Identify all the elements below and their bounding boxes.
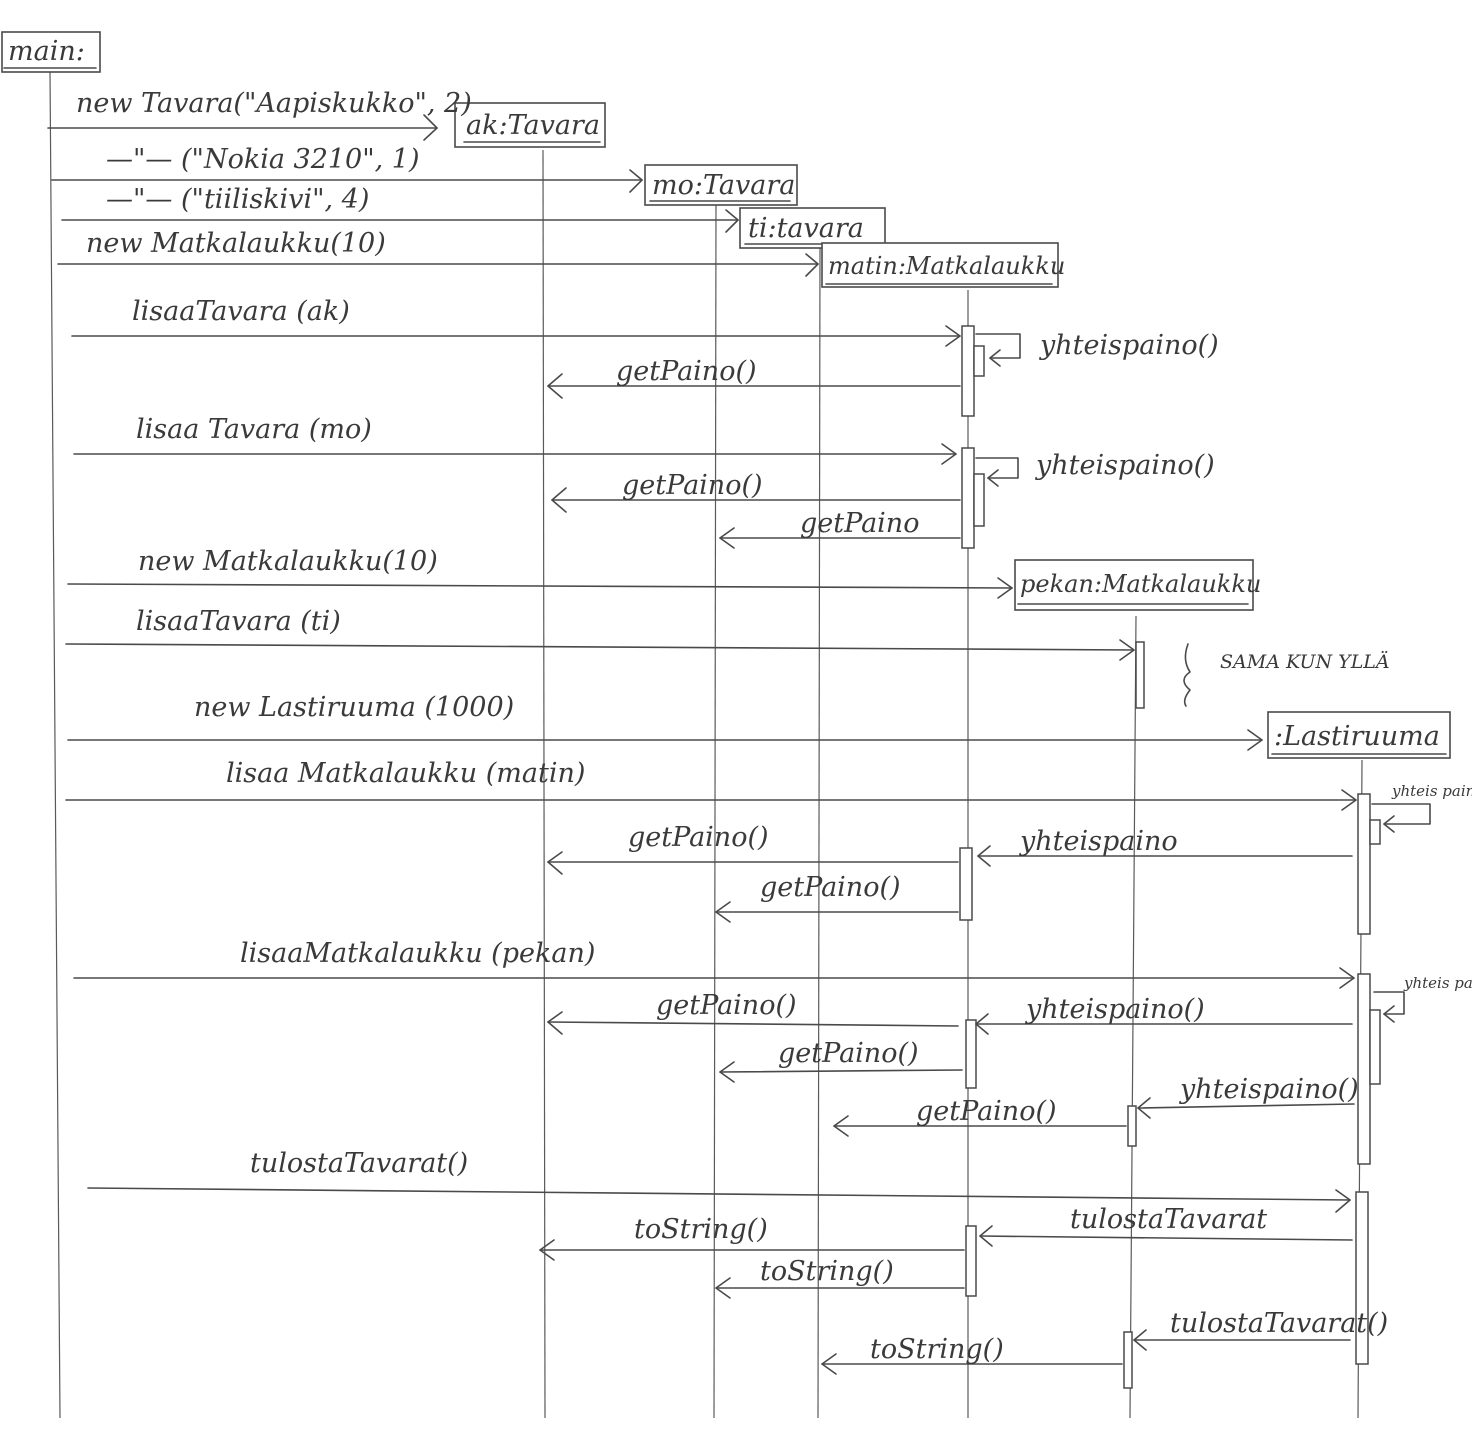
activation-pekan-1 bbox=[1135, 641, 1145, 709]
arrow-self-yhteispaino-2 bbox=[975, 457, 1019, 479]
svg-text:ti:tavara: ti:tavara bbox=[748, 213, 864, 244]
arrows bbox=[47, 114, 1431, 1375]
msg-yhteispaino-matin: yhteispaino bbox=[1019, 826, 1178, 857]
lifeline-main bbox=[49, 71, 61, 1419]
msg-lisaatavara-ak: lisaaTavara (ak) bbox=[132, 296, 350, 327]
activation-lasti-1b bbox=[1369, 819, 1381, 845]
msg-getpaino-ti: getPaino() bbox=[916, 1096, 1057, 1127]
arrow-tulostatavarat bbox=[87, 1187, 1351, 1201]
arrow-self-yhteispaino-3 bbox=[1371, 803, 1431, 825]
participant-main: main: bbox=[1, 31, 101, 73]
msg-tulostatavarat-matin: tulostaTavarat bbox=[1070, 1204, 1267, 1235]
msg-tulostatavarat-pekan: tulostaTavarat() bbox=[1170, 1308, 1388, 1339]
arrow-getpaino-ak-4 bbox=[547, 1021, 959, 1027]
activations bbox=[959, 325, 1381, 1389]
arrow-tulostatavarat-matin bbox=[979, 1235, 1353, 1241]
msg-getpaino-1: getPaino() bbox=[616, 356, 757, 387]
msg-same-as-above: SAMA KUN YLLÄ bbox=[1220, 650, 1390, 673]
svg-text:mo:Tavara: mo:Tavara bbox=[652, 170, 795, 201]
activation-matin-3 bbox=[959, 847, 973, 921]
arrow-create-pekan bbox=[67, 583, 1013, 589]
lifeline-mo bbox=[713, 199, 717, 1419]
msg-new-matkalaukku-matin: new Matkalaukku(10) bbox=[86, 228, 386, 259]
msg-yhteispaino-self-3: yhteis paino() bbox=[1391, 782, 1472, 800]
msg-new-tavara-aapiskukko: new Tavara("Aapiskukko", 2) bbox=[76, 88, 472, 119]
activation-matin-4 bbox=[965, 1019, 977, 1089]
msg-new-tavara-nokia: —"— ("Nokia 3210", 1) bbox=[106, 144, 420, 175]
msg-tostring-mo: toString() bbox=[760, 1256, 894, 1287]
activation-lasti-2b bbox=[1369, 1009, 1381, 1085]
activation-matin-2 bbox=[961, 447, 975, 549]
activation-lasti-1 bbox=[1357, 793, 1371, 935]
msg-lisaatavara-mo: lisaa Tavara (mo) bbox=[136, 414, 372, 445]
participant-ti: ti:tavara bbox=[739, 207, 886, 249]
msg-new-tavara-tiiliskivi: —"— ("tiiliskivi", 4) bbox=[106, 184, 369, 215]
msg-new-lastiruuma: new Lastiruuma (1000) bbox=[194, 692, 514, 723]
participant-pekan: pekan:Matkalaukku bbox=[1014, 559, 1261, 611]
svg-text:pekan:Matkalaukku: pekan:Matkalaukku bbox=[1020, 570, 1261, 598]
activation-matin-1b bbox=[973, 345, 985, 377]
participant-ak: ak:Tavara bbox=[454, 102, 606, 148]
arrow-yhteispaino-pekan bbox=[1137, 1103, 1355, 1109]
arrow-self-yhteispaino-1 bbox=[975, 333, 1021, 359]
msg-getpaino-4: getPaino() bbox=[628, 822, 769, 853]
svg-text::Lastiruuma: :Lastiruuma bbox=[1274, 721, 1440, 752]
msg-getpaino-7: getPaino() bbox=[778, 1038, 919, 1069]
arrow-getpaino-mo-3 bbox=[719, 1069, 963, 1073]
msg-tulostatavarat: tulostaTavarat() bbox=[250, 1148, 468, 1179]
msg-tostring-ak: toString() bbox=[634, 1214, 768, 1245]
activation-matin-5 bbox=[965, 1225, 977, 1297]
msg-yhteispaino-2: yhteispaino() bbox=[1035, 450, 1215, 481]
activation-matin-1 bbox=[961, 325, 975, 417]
participant-matin: matin:Matkalaukku bbox=[821, 242, 1065, 288]
svg-text:matin:Matkalaukku: matin:Matkalaukku bbox=[828, 252, 1065, 280]
arrow-self-yhteispaino-4 bbox=[1373, 991, 1405, 1015]
lifeline-ti bbox=[817, 244, 821, 1419]
svg-text:ak:Tavara: ak:Tavara bbox=[466, 110, 600, 141]
msg-lisaamatkalaukku-matin: lisaa Matkalaukku (matin) bbox=[226, 758, 585, 789]
participants: main: ak:Tavara mo:Tavara ti:tavara mati… bbox=[1, 31, 1451, 759]
activation-lasti-3 bbox=[1355, 1191, 1369, 1365]
activation-matin-2b bbox=[973, 473, 985, 527]
msg-yhteispaino-1: yhteispaino() bbox=[1039, 330, 1219, 361]
msg-getpaino-2: getPaino() bbox=[622, 470, 763, 501]
participant-mo: mo:Tavara bbox=[644, 164, 798, 206]
msg-getpaino-5: getPaino() bbox=[760, 872, 901, 903]
msg-yhteispaino-self-4: yhteis paino() bbox=[1403, 974, 1472, 992]
msg-tostring-ti: toString() bbox=[870, 1334, 1004, 1365]
msg-lisaatavara-ti: lisaaTavara (ti) bbox=[136, 606, 341, 637]
msg-getpaino-3: getPaino bbox=[800, 508, 919, 539]
activation-pekan-3 bbox=[1123, 1331, 1133, 1389]
msg-lisaamatkalaukku-pekan: lisaaMatkalaukku (pekan) bbox=[240, 938, 595, 969]
message-labels: new Tavara("Aapiskukko", 2) —"— ("Nokia … bbox=[76, 88, 1472, 1365]
lifeline-pekan bbox=[1129, 615, 1137, 1419]
activation-pekan-2 bbox=[1127, 1105, 1137, 1147]
lifeline-ak bbox=[542, 149, 546, 1419]
msg-yhteispaino-pekan: yhteispaino() bbox=[1179, 1074, 1359, 1105]
brace-same-as-above bbox=[1183, 643, 1191, 707]
msg-new-matkalaukku-pekan: new Matkalaukku(10) bbox=[138, 546, 438, 577]
participant-lastiruuma: :Lastiruuma bbox=[1267, 711, 1451, 759]
activation-lasti-2 bbox=[1357, 973, 1371, 1165]
arrow-lisaatavara-ti bbox=[65, 643, 1135, 651]
msg-yhteispaino-matin-2: yhteispaino() bbox=[1025, 994, 1205, 1025]
msg-getpaino-6: getPaino() bbox=[656, 990, 797, 1021]
svg-text:main:: main: bbox=[8, 36, 85, 67]
